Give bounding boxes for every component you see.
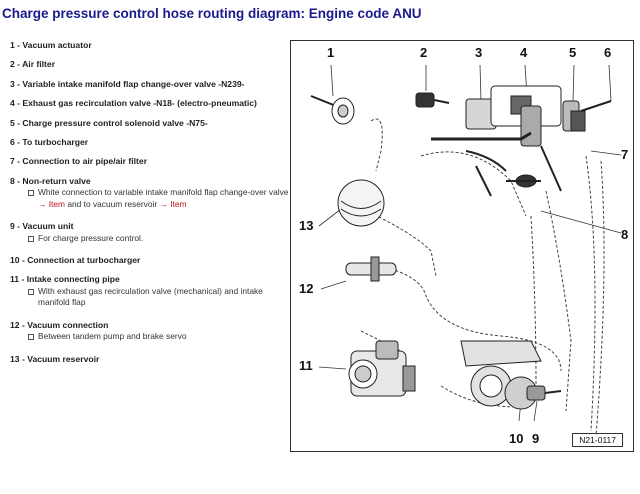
leader-line: [608, 64, 612, 102]
callout-3: 3: [475, 45, 483, 60]
leader-line: [533, 400, 538, 422]
legend-item-11-note: With exhaust gas recirculation valve (me…: [10, 286, 290, 309]
note-text: White connection to variable intake mani…: [38, 187, 289, 198]
hose-line: [595, 160, 605, 437]
hose-line: [370, 118, 383, 172]
square-bullet-icon: [28, 334, 34, 341]
figure-code: N21-0117: [572, 433, 623, 447]
arrow-icon: →: [159, 198, 168, 209]
vacuum-connection: [345, 256, 397, 282]
arrow-icon: →: [38, 198, 47, 209]
turbocharger: [460, 340, 562, 410]
note-text: and to vacuum reservoir: [65, 198, 160, 209]
callout-8: 8: [621, 227, 629, 242]
legend-item-3: 3 - Variable intake manifold flap change…: [10, 78, 245, 89]
item-link[interactable]: Item: [170, 198, 187, 209]
page-title: Charge pressure control hose routing dia…: [2, 6, 422, 21]
air-filter: [415, 92, 450, 108]
callout-11: 11: [299, 358, 313, 373]
callout-10: 10: [509, 431, 524, 446]
legend-item-7: 7 - Connection to air pipe/air filter: [10, 156, 148, 167]
legend-item-13: 13 - Vacuum reservoir: [10, 353, 100, 364]
hose-line: [545, 190, 572, 412]
callout-1: 1: [327, 45, 335, 60]
legend-item-2: 2 - Air filter: [10, 59, 56, 70]
vacuum-actuator: [310, 95, 355, 125]
leader-line: [318, 208, 342, 227]
item-link[interactable]: Item: [48, 198, 65, 209]
legend-list: 1 - Vacuum actuator 2 - Air filter 3 - V…: [10, 36, 290, 369]
square-bullet-icon: [28, 235, 34, 242]
callout-13: 13: [299, 218, 314, 233]
legend-item-5: 5 - Charge pressure control solenoid val…: [10, 117, 208, 128]
square-bullet-icon: [28, 190, 34, 197]
legend-item-11: 11 - Intake connecting pipe: [10, 274, 120, 285]
note-text: With exhaust gas recirculation valve (me…: [38, 285, 263, 308]
legend-item-9: 9 - Vacuum unit: [10, 221, 74, 232]
legend-item-10: 10 - Connection at turbocharger: [10, 255, 141, 266]
callout-7: 7: [621, 147, 629, 162]
leader-line: [320, 280, 347, 290]
note-text: Between tandem pump and brake servo: [38, 331, 187, 342]
callout-2: 2: [420, 45, 428, 60]
leader-line: [318, 366, 347, 370]
callout-12: 12: [299, 281, 314, 296]
legend-item-1: 1 - Vacuum actuator: [10, 40, 92, 50]
legend-item-12-note: Between tandem pump and brake servo: [10, 331, 290, 343]
hose-line: [530, 215, 537, 387]
leader-line: [540, 210, 622, 234]
vacuum-reservoir: [337, 179, 385, 227]
legend-item-8: 8 - Non-return valve: [10, 175, 91, 186]
leader-line: [330, 64, 334, 97]
square-bullet-icon: [28, 288, 34, 295]
leader-line: [479, 64, 482, 102]
hose-routing-diagram: 1 2 3 4 5 6 7 8 9 10 11 12 13 N21-0117: [290, 40, 634, 452]
intake-connecting-pipe: [348, 340, 416, 397]
callout-6: 6: [604, 45, 612, 60]
non-return-valve: [506, 174, 541, 188]
callout-4: 4: [520, 45, 528, 60]
hose-line: [420, 151, 527, 217]
callout-5: 5: [569, 45, 577, 60]
legend-item-12: 12 - Vacuum connection: [10, 319, 109, 330]
diagram-drawing: [310, 64, 622, 437]
hose-line: [585, 155, 596, 432]
legend-item-9-note: For charge pressure control.: [10, 233, 290, 245]
leader-line: [590, 150, 622, 156]
legend-item-4: 4 - Exhaust gas recirculation valve -N18…: [10, 98, 257, 109]
note-text: For charge pressure control.: [38, 232, 144, 243]
callout-9: 9: [532, 431, 540, 446]
valve-block: [431, 85, 612, 197]
legend-item-6: 6 - To turbocharger: [10, 136, 89, 147]
legend-item-8-note: White connection to variable intake mani…: [10, 187, 290, 210]
leader-line: [572, 64, 575, 102]
hose-line: [355, 205, 437, 277]
